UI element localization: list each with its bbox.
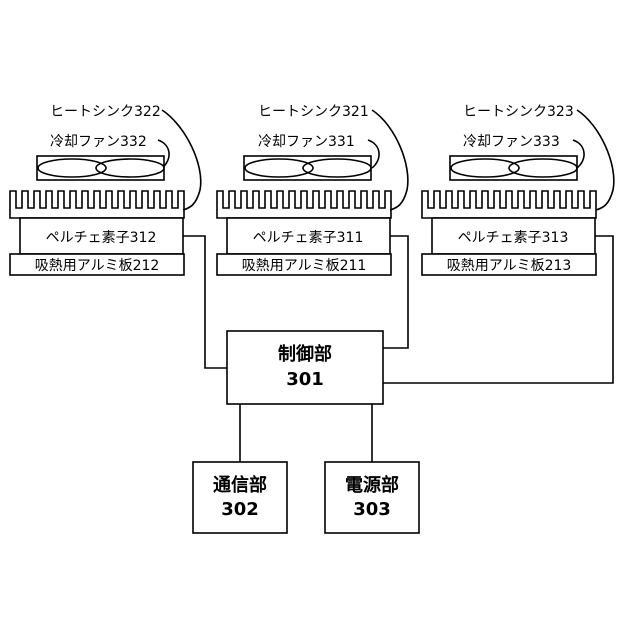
power-unit-303: 電源部 303 <box>325 462 419 533</box>
cooling-fan-331 <box>244 156 371 180</box>
cooling-module-312: ヒートシンク322 冷却ファン332 ペルチェ素子312 吸熱用アルミ板212 <box>10 104 201 275</box>
heatsink-label-323: ヒートシンク323 <box>463 104 574 120</box>
heat-sink-321 <box>217 191 391 218</box>
plate-label-213: 吸熱用アルミ板213 <box>447 258 572 274</box>
power-unit-name: 電源部 <box>345 474 399 496</box>
control-unit-name: 制御部 <box>278 343 332 365</box>
plate-label-212: 吸熱用アルミ板212 <box>35 258 160 274</box>
fan-label-331: 冷却ファン331 <box>258 134 355 150</box>
cooling-module-313: ヒートシンク323 冷却ファン333 ペルチェ素子313 吸熱用アルミ板213 <box>422 104 614 275</box>
peltier-label-312: ペルチェ素子312 <box>46 230 157 246</box>
control-unit-301: 制御部 301 <box>227 331 383 404</box>
communication-unit-302: 通信部 302 <box>193 462 287 533</box>
power-unit-number: 303 <box>353 499 391 520</box>
cooling-module-311: ヒートシンク321 冷却ファン331 ペルチェ素子311 吸熱用アルミ板211 <box>217 104 408 275</box>
cooling-fan-332 <box>37 156 164 180</box>
heat-sink-323 <box>422 191 596 218</box>
heat-sink-322 <box>10 191 184 218</box>
cooling-fan-333 <box>450 156 577 180</box>
heatsink-label-322: ヒートシンク322 <box>50 104 161 120</box>
communication-unit-number: 302 <box>221 499 259 520</box>
peltier-label-311: ペルチェ素子311 <box>253 230 364 246</box>
fan-label-332: 冷却ファン332 <box>50 134 147 150</box>
peltier-label-313: ペルチェ素子313 <box>458 230 569 246</box>
plate-label-211: 吸熱用アルミ板211 <box>242 258 367 274</box>
heatsink-label-321: ヒートシンク321 <box>258 104 369 120</box>
control-unit-number: 301 <box>286 369 324 390</box>
communication-unit-name: 通信部 <box>213 474 267 496</box>
fan-label-333: 冷却ファン333 <box>463 134 560 150</box>
